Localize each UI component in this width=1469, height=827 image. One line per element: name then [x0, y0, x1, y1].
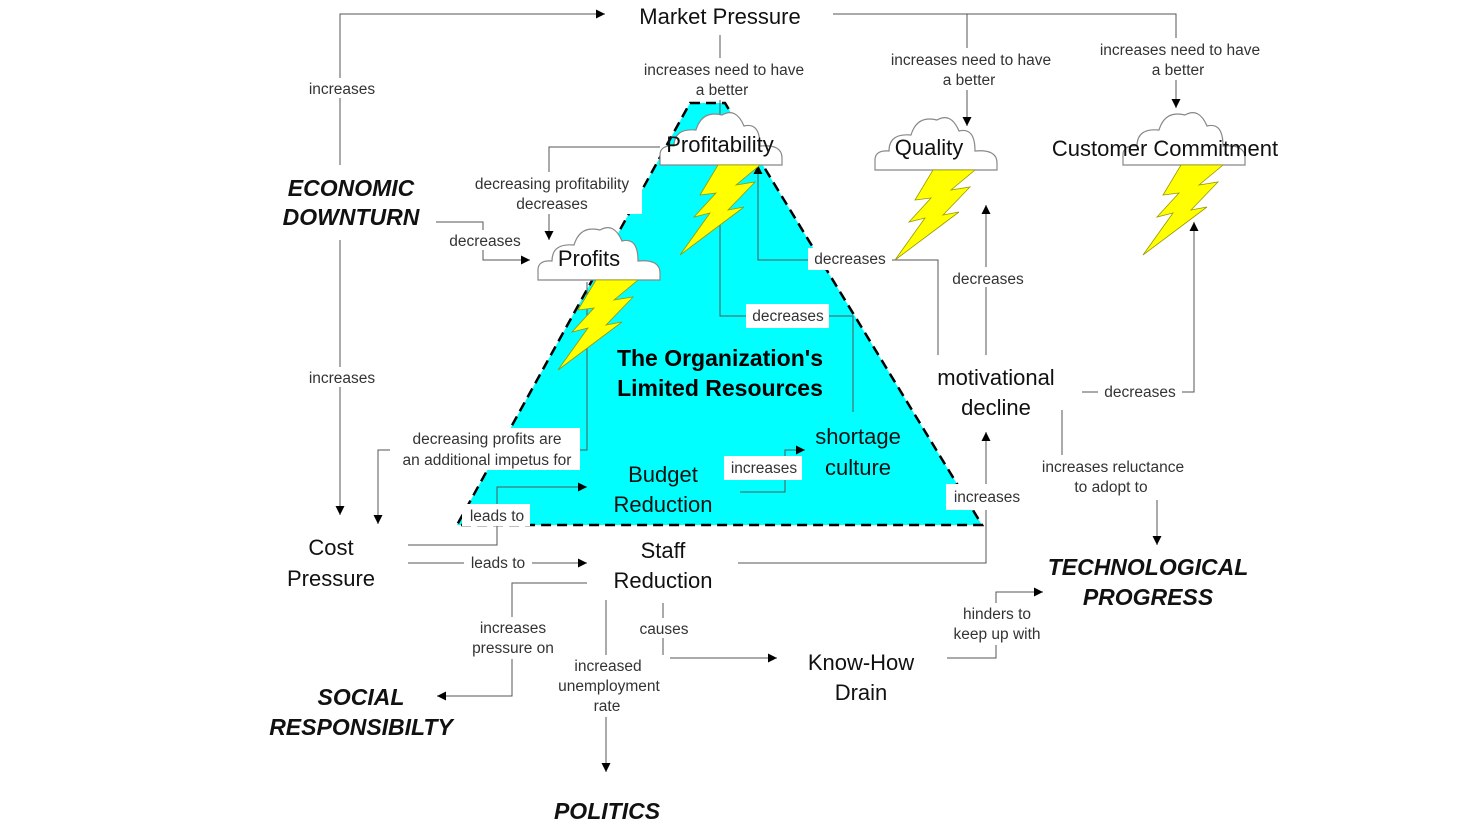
edge-label: increases — [954, 489, 1021, 506]
quality-node: Quality — [895, 135, 963, 160]
market-pressure-node: Market Pressure — [639, 4, 800, 29]
edge-label: decreases — [814, 251, 886, 268]
edge-label: keep up with — [953, 626, 1040, 643]
edge-label: decreases — [952, 271, 1024, 288]
edge-label: leads to — [470, 508, 524, 525]
edge-label: decreasing profits are — [412, 431, 561, 448]
organization-title-line: Limited Resources — [617, 375, 823, 401]
organization-title: The Organization's Limited Resources — [617, 345, 823, 401]
organization-title-line: The Organization's — [617, 345, 823, 371]
edge-label: unemployment — [558, 678, 660, 695]
edge-label: decreases — [1104, 384, 1176, 401]
label-backgrounds — [300, 38, 1275, 717]
edge-label: a better — [943, 72, 996, 89]
social-responsibility-line: SOCIAL — [318, 684, 405, 710]
shortage-culture-line: culture — [825, 455, 891, 480]
know-how-drain-node: Know-How Drain — [808, 650, 914, 705]
social-responsibility-node: SOCIAL RESPONSIBILTY — [269, 684, 455, 740]
edge-label: causes — [639, 621, 688, 638]
budget-reduction-line: Budget — [628, 462, 698, 487]
edge-label: a better — [1152, 62, 1205, 79]
edge-label: increases — [309, 370, 376, 387]
economic-downturn-line: DOWNTURN — [283, 204, 420, 230]
edge-label: increases need to have — [891, 52, 1051, 69]
profits-node: Profits — [558, 246, 620, 271]
shortage-culture-line: shortage — [815, 424, 901, 449]
edge-label: decreases — [449, 233, 521, 250]
edge-label: increases — [480, 620, 547, 637]
know-how-drain-line: Drain — [835, 680, 888, 705]
shortage-culture-node: shortage culture — [815, 424, 901, 480]
staff-reduction-line: Staff — [641, 538, 687, 563]
budget-reduction-line: Reduction — [613, 492, 712, 517]
motivational-decline-line: motivational — [937, 365, 1054, 390]
know-how-drain-line: Know-How — [808, 650, 914, 675]
edge-label: to adopt to — [1074, 479, 1147, 496]
edge-label: increases — [309, 81, 376, 98]
edge-label: rate — [594, 698, 621, 715]
motivational-decline-line: decline — [961, 395, 1031, 420]
edge-label: an additional impetus for — [403, 452, 572, 469]
staff-reduction-line: Reduction — [613, 568, 712, 593]
edge-label: increases need to have — [1100, 42, 1260, 59]
cost-pressure-line: Cost — [308, 535, 353, 560]
edge-label: decreases — [516, 196, 588, 213]
edge-label: increases — [731, 460, 798, 477]
economic-downturn-line: ECONOMIC — [288, 175, 415, 201]
technological-progress-node: TECHNOLOGICAL PROGRESS — [1048, 554, 1249, 610]
edge-label: hinders to — [963, 606, 1031, 623]
edge-label: a better — [696, 82, 749, 99]
economic-downturn-node: ECONOMIC DOWNTURN — [283, 175, 420, 230]
social-responsibility-line: RESPONSIBILTY — [269, 714, 455, 740]
edge-label: increases need to have — [644, 62, 804, 79]
edge-label: pressure on — [472, 640, 554, 657]
edge-label: decreases — [752, 308, 824, 325]
edge-label: leads to — [471, 555, 525, 572]
technological-progress-line: TECHNOLOGICAL — [1048, 554, 1249, 580]
budget-reduction-node: Budget Reduction — [613, 462, 712, 517]
edge-label: decreasing profitability — [475, 176, 629, 193]
technological-progress-line: PROGRESS — [1083, 584, 1214, 610]
quality-lightning-icon — [894, 169, 976, 261]
motivational-decline-node: motivational decline — [937, 365, 1054, 420]
edge-labels: increases increases need to have a bette… — [309, 42, 1260, 715]
cost-pressure-line: Pressure — [287, 566, 375, 591]
customer-lightning-icon — [1142, 164, 1224, 256]
cost-pressure-node: Cost Pressure — [287, 535, 375, 591]
customer-commitment-node: Customer Commitment — [1052, 136, 1278, 161]
staff-reduction-node: Staff Reduction — [613, 538, 712, 593]
edge-label: increased — [574, 658, 641, 675]
edge-label: increases reluctance — [1042, 459, 1184, 476]
politics-node: POLITICS — [554, 798, 661, 824]
profitability-node: Profitability — [666, 132, 774, 157]
